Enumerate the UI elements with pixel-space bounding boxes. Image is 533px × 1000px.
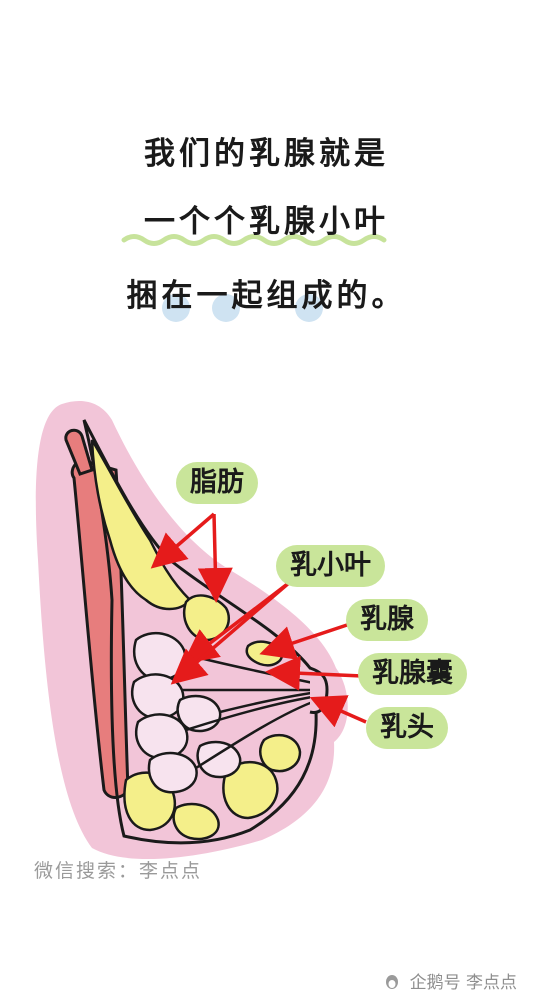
caption-line-1: 我们的乳腺就是 bbox=[144, 136, 389, 172]
penguin-icon bbox=[386, 975, 399, 989]
caption-line-3: 捆在一起组成的。 bbox=[126, 278, 407, 314]
wavy-underline bbox=[121, 234, 387, 246]
highlight-dot bbox=[295, 294, 323, 322]
label-gland: 乳腺 bbox=[346, 599, 428, 641]
source-credit[interactable]: 企鹅号 李点点 bbox=[384, 968, 517, 993]
label-nipple: 乳头 bbox=[366, 707, 448, 749]
watermark-text: 微信搜索：李点点 bbox=[34, 860, 203, 882]
rib-band bbox=[64, 428, 94, 476]
label-duct: 乳腺囊 bbox=[358, 653, 467, 695]
source-credit-text: 企鹅号 李点点 bbox=[409, 973, 517, 993]
arrows bbox=[150, 512, 367, 728]
label-lobule: 乳小叶 bbox=[276, 545, 385, 587]
label-fat: 脂肪 bbox=[176, 462, 258, 504]
highlight-dot bbox=[162, 294, 190, 322]
highlight-dot bbox=[212, 294, 240, 322]
breast-anatomy-diagram bbox=[35, 401, 367, 860]
caption-line-2: 一个个乳腺小叶 bbox=[144, 204, 389, 240]
